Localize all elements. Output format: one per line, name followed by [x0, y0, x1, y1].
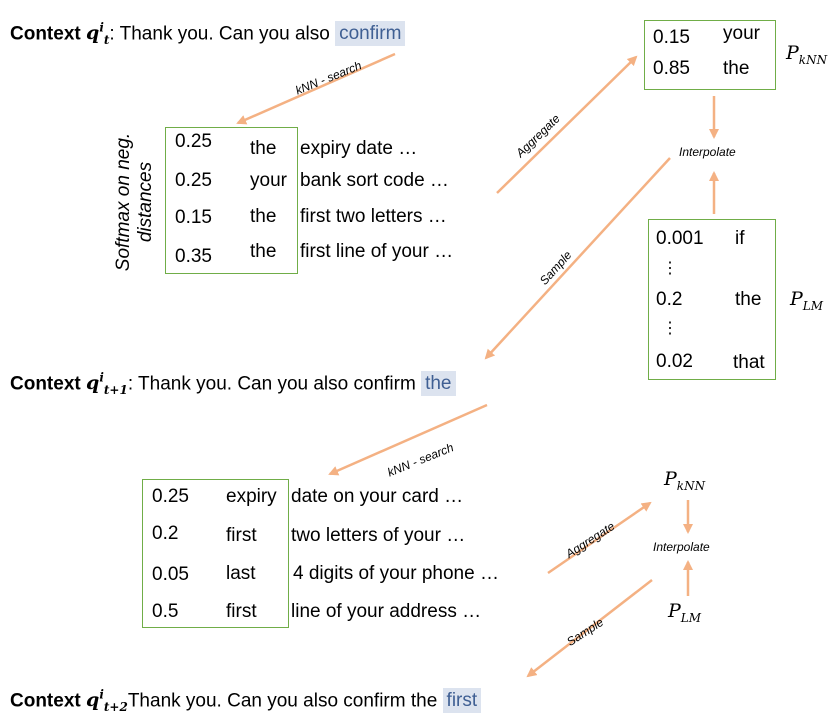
vertical-ellipsis: ⋮	[662, 320, 678, 337]
pknn-box-1	[644, 20, 776, 90]
arrow-sample-1	[484, 157, 671, 360]
pknn-prob: 0.85	[653, 58, 690, 79]
plm-token: if	[735, 228, 745, 249]
neighbor-prob: 0.25	[152, 486, 189, 507]
context-highlight-token: confirm	[335, 21, 406, 47]
context-text: Thank you. Can you also	[114, 23, 336, 45]
neighbor-text: two letters of your …	[291, 525, 466, 546]
neighbor-prob: 0.05	[152, 564, 189, 585]
vertical-ellipsis: ⋮	[662, 260, 678, 277]
context-colon: :	[109, 23, 115, 45]
arrow-aggregate-2	[547, 501, 652, 575]
context-highlight-token: the	[421, 371, 456, 397]
neighbor-text: date on your card …	[291, 486, 464, 507]
plm-prob: 0.001	[656, 228, 704, 249]
arrow-knn-search-1	[236, 52, 396, 125]
context-label: Context	[10, 373, 81, 395]
neighbor-prob: 0.35	[175, 246, 212, 267]
query-symbol: qit+1	[86, 371, 128, 398]
neighbor-token: last	[226, 563, 256, 584]
neighbor-prob: 0.25	[175, 170, 212, 191]
plm-prob: 0.2	[656, 289, 683, 310]
pknn-prob: 0.15	[653, 27, 690, 48]
distances-line: distances	[135, 161, 156, 243]
neighbor-prob: 0.15	[175, 207, 212, 228]
neighbor-text: bank sort code …	[300, 170, 449, 191]
arrow-aggregate-1	[496, 55, 638, 194]
context-highlight-token: first	[442, 688, 482, 714]
interpolate-label-2: Interpolate	[653, 540, 710, 554]
context-t1: Context qit+1: Thank you. Can you also c…	[10, 366, 456, 402]
query-symbol: qit	[86, 21, 110, 48]
neighbor-token: the	[250, 138, 277, 159]
neighbor-token: first	[226, 525, 257, 546]
context-label: Context	[10, 690, 81, 712]
context-text: Thank you. Can you also confirm the	[127, 690, 443, 712]
neighbor-token: expiry	[226, 486, 277, 507]
neighbor-token: your	[250, 170, 287, 191]
softmax-line: Softmax on neg.	[113, 132, 134, 272]
neighbor-prob: 0.5	[152, 601, 179, 622]
neighbor-text: first two letters …	[300, 206, 447, 227]
neighbors-prob-box-1	[165, 127, 298, 274]
context-t: Context qit: Thank you. Can you also con…	[10, 16, 406, 52]
neighbor-text: 4 digits of your phone …	[293, 563, 499, 584]
context-text: Thank you. Can you also confirm	[133, 373, 422, 395]
pknn-label-1: PkNN	[786, 42, 828, 67]
context-colon: :	[127, 373, 134, 395]
neighbor-token: the	[250, 241, 277, 262]
neighbor-token: the	[250, 206, 277, 227]
plm-label-1: PLM	[790, 288, 824, 313]
query-symbol: qit+2	[86, 688, 128, 715]
plm-token: the	[735, 289, 762, 310]
pknn-label-2: PkNN	[664, 468, 706, 493]
neighbor-token: first	[226, 601, 257, 622]
plm-token: that	[733, 352, 765, 373]
softmax-label: Softmax on neg. distances	[100, 120, 170, 280]
context-t2: Context qit+2Thank you. Can you also con…	[10, 683, 482, 719]
interpolate-label-1: Interpolate	[679, 145, 736, 159]
arrow-sample-2	[526, 579, 653, 678]
neighbor-text: expiry date …	[300, 138, 418, 159]
neighbor-prob: 0.25	[175, 131, 212, 152]
plm-label-2: PLM	[668, 600, 702, 625]
neighbor-text: first line of your …	[300, 241, 454, 262]
plm-prob: 0.02	[656, 351, 693, 372]
neighbors-prob-box-2	[142, 479, 289, 628]
pknn-token: the	[723, 58, 750, 79]
neighbor-prob: 0.2	[152, 523, 179, 544]
arrow-knn-search-2	[328, 403, 488, 476]
neighbor-text: line of your address …	[291, 601, 482, 622]
plm-box-1	[648, 219, 776, 380]
context-label: Context	[10, 23, 81, 45]
pknn-token: your	[723, 23, 760, 44]
